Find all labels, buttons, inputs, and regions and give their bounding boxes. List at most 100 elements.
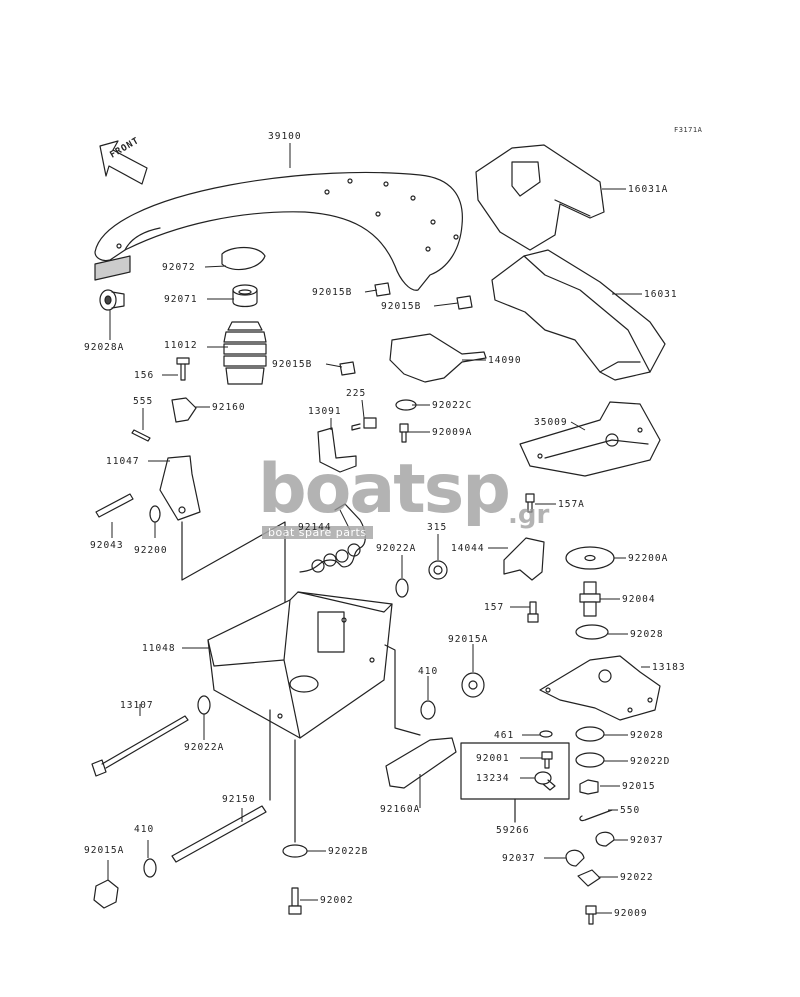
part-label[interactable]: 92072 (162, 262, 196, 273)
part-92001-bolt (541, 751, 553, 769)
part-92022B-washer (282, 844, 308, 858)
part-label[interactable]: 92037 (630, 835, 664, 846)
part-label[interactable]: 11048 (142, 643, 176, 654)
part-315-nut (428, 560, 448, 580)
part-92015-nut (579, 779, 599, 795)
part-92037-clamp (565, 849, 585, 867)
part-label[interactable]: 92160 (212, 402, 246, 413)
part-label[interactable]: 92022C (432, 400, 473, 411)
part-label[interactable]: 13234 (476, 773, 510, 784)
part-label[interactable]: 92022B (328, 846, 369, 857)
part-label[interactable]: 92200 (134, 545, 168, 556)
part-label[interactable]: 13091 (308, 406, 342, 417)
part-label[interactable]: 14044 (451, 543, 485, 554)
group-59266-box (460, 742, 570, 800)
part-92028-washer (575, 624, 609, 640)
part-label[interactable]: 157A (558, 499, 585, 510)
part-92004-stud (579, 581, 601, 617)
part-label[interactable]: 92015 (622, 781, 656, 792)
leader-line (181, 521, 286, 646)
part-555-pin (131, 429, 151, 442)
part-156-bolt (176, 357, 190, 381)
part-92022D-washer (575, 752, 605, 768)
part-label[interactable]: 410 (418, 666, 439, 677)
part-92043-pin (95, 493, 134, 518)
part-92009-screw (585, 905, 597, 925)
front-arrow-icon (99, 140, 148, 185)
part-461-oring (539, 730, 553, 738)
part-label[interactable]: 16031 (644, 289, 678, 300)
part-label[interactable]: 92002 (320, 895, 354, 906)
part-92022A-washer (197, 695, 211, 715)
part-label[interactable]: 92028 (630, 730, 664, 741)
part-label[interactable]: 11012 (164, 340, 198, 351)
part-label[interactable]: 92015B (272, 359, 313, 370)
part-label[interactable]: 92037 (502, 853, 536, 864)
part-label[interactable]: 92004 (622, 594, 656, 605)
part-label[interactable]: 461 (494, 730, 515, 741)
part-92002-bolt (288, 887, 302, 915)
part-label[interactable]: 13183 (652, 662, 686, 673)
part-label[interactable]: 92200A (628, 553, 669, 564)
part-label[interactable]: 92028A (84, 342, 125, 353)
part-225-screw (351, 417, 377, 431)
part-label[interactable]: 39100 (268, 131, 302, 142)
part-92071-grommet (232, 284, 258, 308)
part-39100-hood (94, 171, 463, 291)
part-label[interactable]: 410 (134, 824, 155, 835)
part-92072-clamp (221, 246, 266, 271)
part-label[interactable]: 92009A (432, 427, 473, 438)
part-92015A-nut (461, 672, 485, 698)
part-label[interactable]: 157 (484, 602, 505, 613)
part-label[interactable]: 92009 (614, 908, 648, 919)
part-label[interactable]: 14090 (488, 355, 522, 366)
part-label[interactable]: 92015A (448, 634, 489, 645)
part-92015A-nut (93, 879, 119, 909)
part-92028A-plug (94, 255, 131, 311)
part-label[interactable]: 92022D (630, 756, 671, 767)
part-92200A-washer (565, 546, 615, 570)
part-92150-bolt (171, 709, 271, 863)
part-11048-tray (207, 591, 393, 739)
leader-line (384, 644, 421, 736)
part-label[interactable]: 225 (346, 388, 367, 399)
part-label[interactable]: 92160A (380, 804, 421, 815)
part-label[interactable]: 315 (427, 522, 448, 533)
part-92009A-screw (399, 423, 409, 443)
part-label[interactable]: 92022A (184, 742, 225, 753)
part-label[interactable]: 16031A (628, 184, 669, 195)
part-92037-clamp (595, 831, 615, 847)
part-label[interactable]: 92022A (376, 543, 417, 554)
part-11047-bracket (159, 455, 201, 521)
part-550-pin (579, 809, 613, 822)
part-16031-pad (491, 249, 666, 381)
part-13183-plate (539, 655, 661, 721)
part-label[interactable]: 92022 (620, 872, 654, 883)
part-label[interactable]: 92043 (90, 540, 124, 551)
part-92022A-washer (395, 578, 409, 598)
part-label[interactable]: 92015B (312, 287, 353, 298)
part-label[interactable]: 156 (134, 370, 155, 381)
part-label[interactable]: 92028 (630, 629, 664, 640)
diagram-code: F3171A (674, 126, 703, 134)
part-92028-washer (575, 726, 605, 742)
part-label[interactable]: 35009 (534, 417, 568, 428)
part-label[interactable]: 550 (620, 805, 641, 816)
part-label[interactable]: 92001 (476, 753, 510, 764)
part-label[interactable]: 555 (133, 396, 154, 407)
part-label[interactable]: 11047 (106, 456, 140, 467)
leader-lines (107, 143, 650, 914)
watermark-tagline: boat spare parts (262, 526, 373, 539)
part-label[interactable]: 92071 (164, 294, 198, 305)
part-label[interactable]: 92015B (381, 301, 422, 312)
part-label[interactable]: 92015A (84, 845, 125, 856)
part-label[interactable]: 59266 (496, 825, 530, 836)
part-14090-plate (389, 333, 487, 383)
part-410-washer (420, 700, 436, 720)
part-label[interactable]: 13107 (120, 700, 154, 711)
part-label[interactable]: 92144 (298, 522, 332, 533)
part-92015B-clip (374, 282, 391, 297)
part-label[interactable]: 92150 (222, 794, 256, 805)
part-157-bolt (527, 601, 539, 623)
part-92022-washer (577, 869, 601, 887)
